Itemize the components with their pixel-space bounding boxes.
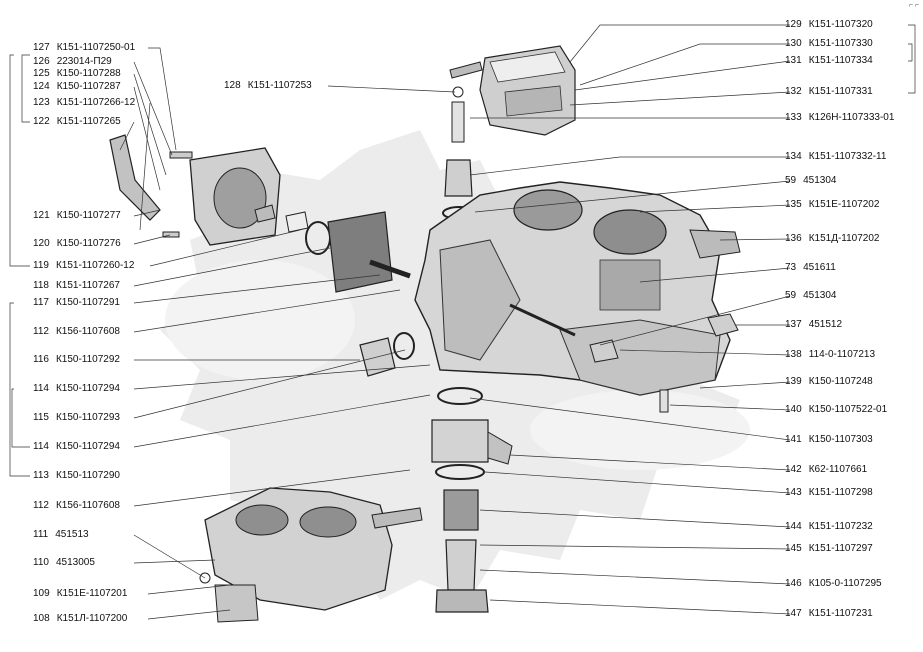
- pump-cover-assembly: [109, 134, 309, 246]
- diaphragm-assembly: [305, 211, 411, 293]
- needle-valve-parts: [442, 86, 476, 220]
- label-brackets: [9, 24, 916, 477]
- small-carburetor-view: [199, 487, 423, 623]
- leader-lines: [119, 24, 791, 620]
- corner-mark: ⌐ ⌐: [908, 2, 919, 9]
- carburetor-body: [414, 181, 741, 396]
- float-chamber-cover: [449, 45, 576, 136]
- jet-stack: [431, 387, 513, 613]
